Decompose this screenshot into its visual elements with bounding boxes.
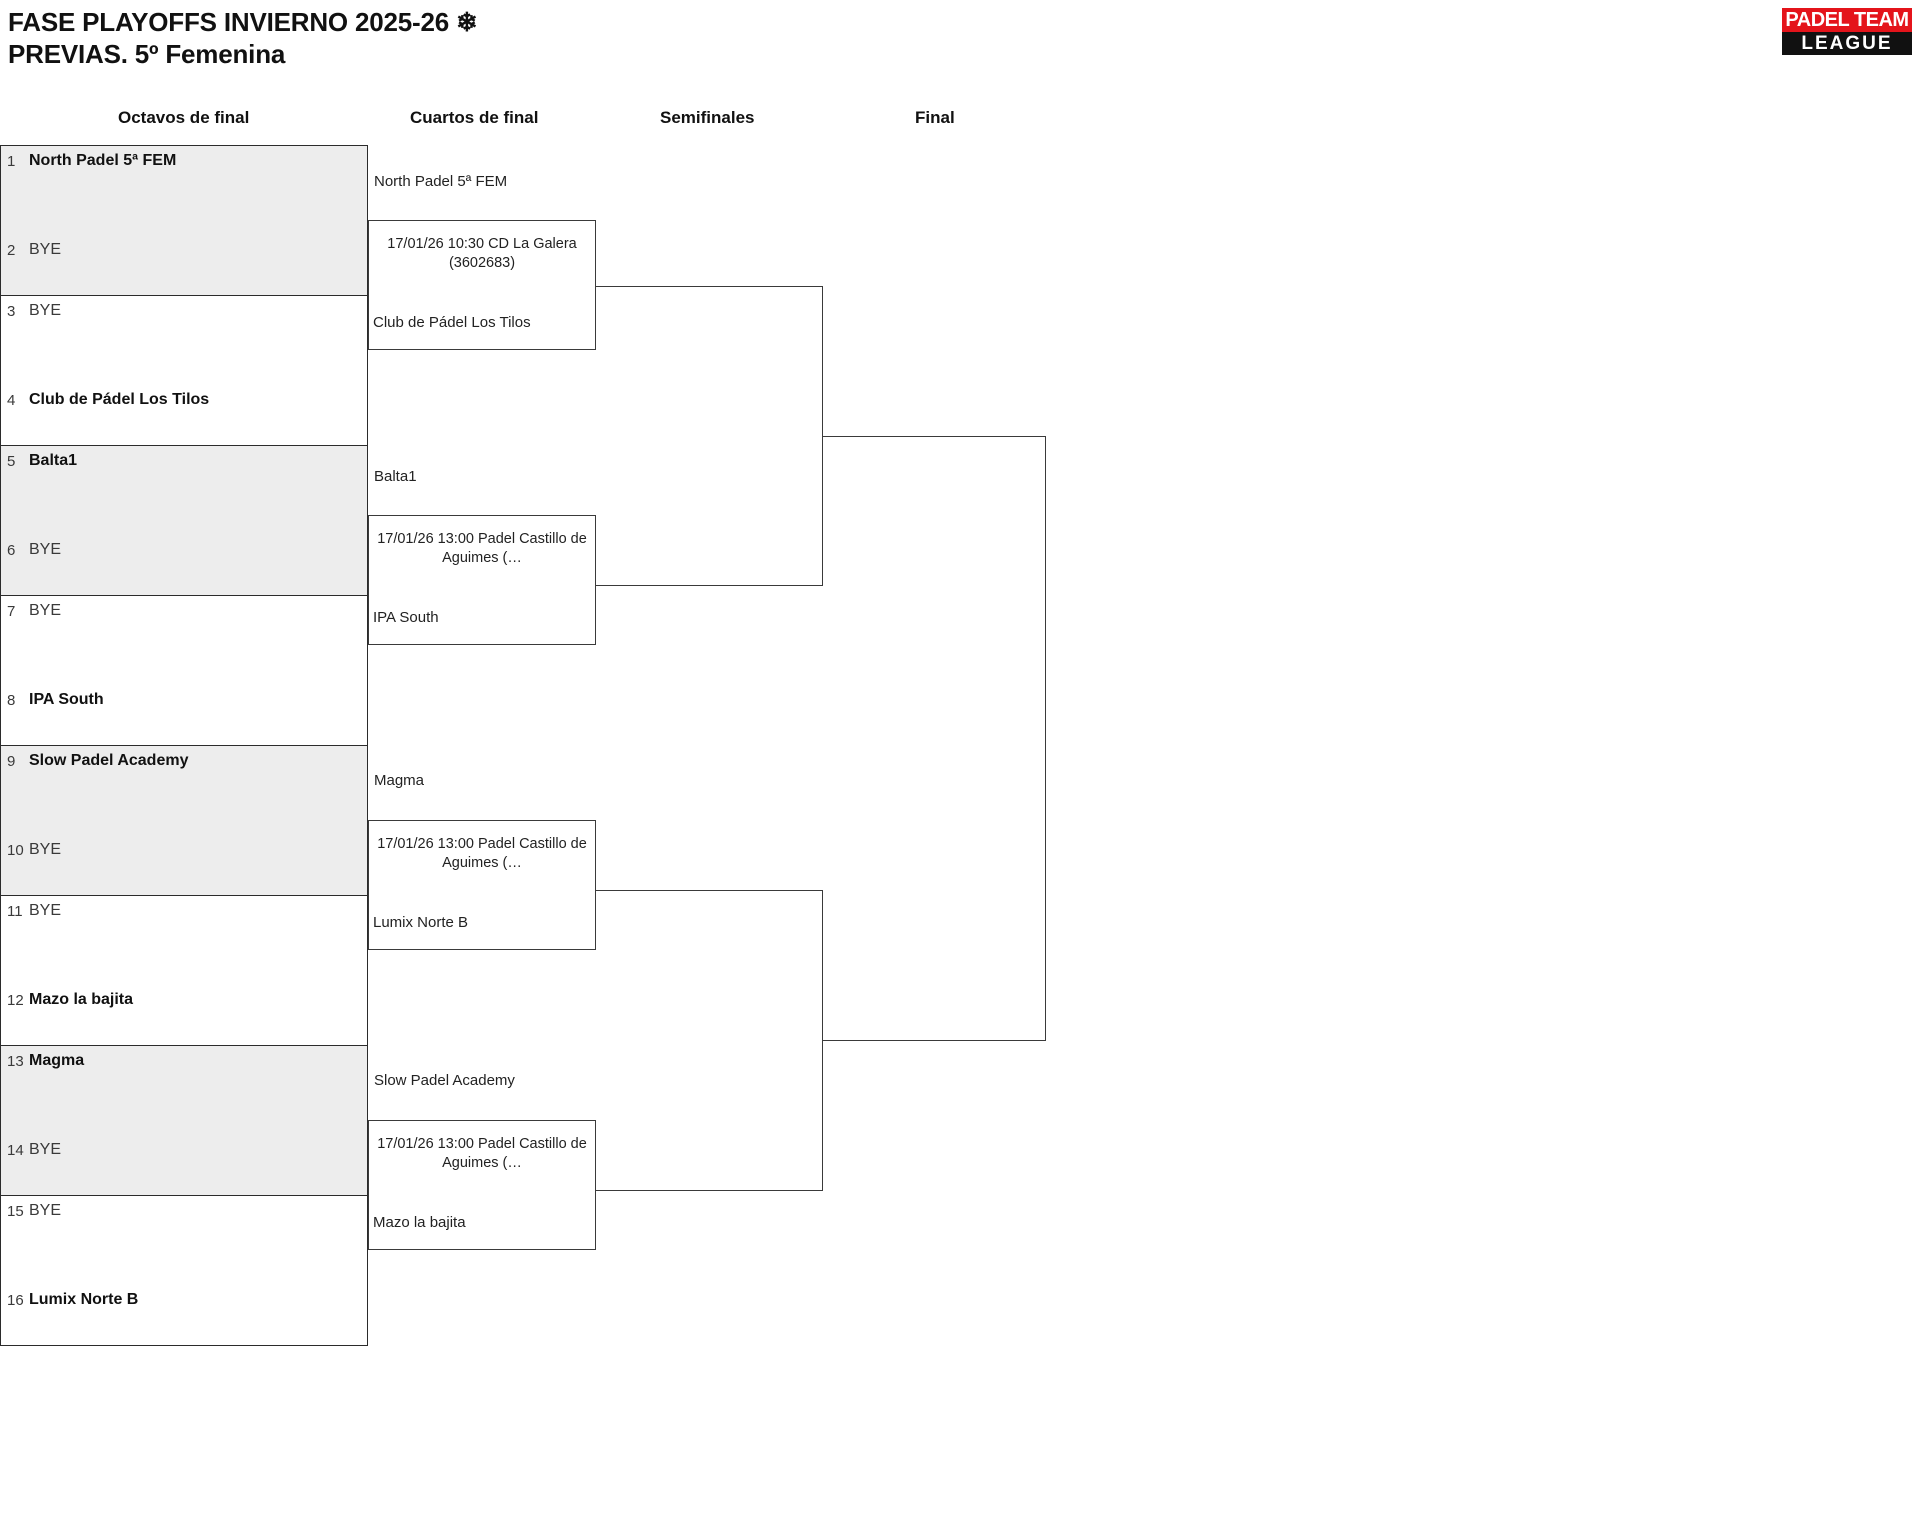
team-name: Balta1 <box>29 452 78 469</box>
seed-number: 10 <box>7 841 24 859</box>
column-header-final: Final <box>915 108 955 127</box>
final-vertical <box>1045 436 1046 1040</box>
seed-number: 3 <box>7 302 16 320</box>
seed-number: 12 <box>7 991 24 1009</box>
qf-match-info: 17/01/26 13:00 Padel Castillo de Aguimes… <box>377 836 587 871</box>
team-name: Mazo la bajita <box>29 991 134 1008</box>
column-header-semifinales: Semifinales <box>660 108 755 127</box>
seed-number: 14 <box>7 1141 24 1159</box>
round1-pair[interactable]: 5 Balta1 6 BYE <box>1 445 367 595</box>
qf-match-info: 17/01/26 13:00 Padel Castillo de Aguimes… <box>377 1136 587 1171</box>
seed-number: 9 <box>7 752 16 770</box>
round1-pair[interactable]: 13 Magma 14 BYE <box>1 1045 367 1195</box>
team-name: BYE <box>29 902 62 919</box>
round1-slot[interactable]: 11 BYE <box>1 897 367 925</box>
round1-pair[interactable]: 9 Slow Padel Academy 10 BYE <box>1 745 367 895</box>
round1-pair[interactable]: 11 BYE 12 Mazo la bajita <box>1 895 367 1045</box>
team-name: IPA South <box>29 691 104 708</box>
team-name: North Padel 5ª FEM <box>29 152 177 169</box>
round1-slot[interactable]: 6 BYE <box>1 536 367 564</box>
team-name: Magma <box>29 1052 85 1069</box>
round1-pair[interactable]: 15 BYE 16 Lumix Norte B <box>1 1195 367 1345</box>
round1-slot[interactable]: 7 BYE <box>1 597 367 625</box>
seed-number: 4 <box>7 391 16 409</box>
qf-match-box[interactable]: 17/01/26 10:30 CD La Galera (3602683) Cl… <box>368 220 596 350</box>
qf-match-box[interactable]: 17/01/26 13:00 Padel Castillo de Aguimes… <box>368 820 596 950</box>
seed-number: 5 <box>7 452 16 470</box>
sf2-bottom-connector <box>596 1190 823 1191</box>
seed-number: 7 <box>7 602 16 620</box>
qf-match-box[interactable]: 17/01/26 13:00 Padel Castillo de Aguimes… <box>368 515 596 645</box>
team-name: Lumix Norte B <box>29 1291 139 1308</box>
round1-slot[interactable]: 16 Lumix Norte B <box>1 1286 367 1314</box>
qf-top-team: North Padel 5ª FEM <box>374 173 508 190</box>
qf-top-team: Magma <box>374 772 425 789</box>
sf1-output-connector <box>822 436 1046 437</box>
column-header-octavos: Octavos de final <box>118 108 250 127</box>
round1-slot[interactable]: 9 Slow Padel Academy <box>1 747 367 775</box>
title-line-1: FASE PLAYOFFS INVIERNO 2025-26 ❄ <box>8 7 478 37</box>
column-header-cuartos: Cuartos de final <box>410 108 539 127</box>
round1-slot[interactable]: 1 North Padel 5ª FEM <box>1 147 367 175</box>
round1-pair[interactable]: 3 BYE 4 Club de Pádel Los Tilos <box>1 295 367 445</box>
team-name: BYE <box>29 602 62 619</box>
seed-number: 6 <box>7 541 16 559</box>
round1-slot[interactable]: 14 BYE <box>1 1136 367 1164</box>
seed-number: 13 <box>7 1052 24 1070</box>
seed-number: 2 <box>7 241 16 259</box>
round1-pair[interactable]: 1 North Padel 5ª FEM 2 BYE <box>1 145 367 295</box>
team-name: Club de Pádel Los Tilos <box>29 391 210 408</box>
round1-slot[interactable]: 5 Balta1 <box>1 447 367 475</box>
sf1-top-connector <box>596 286 823 287</box>
qf-top-team: Slow Padel Academy <box>374 1072 515 1089</box>
team-name: BYE <box>29 841 62 858</box>
seed-number: 1 <box>7 152 16 170</box>
qf-bottom-team: IPA South <box>373 609 439 626</box>
team-name: BYE <box>29 541 62 558</box>
round1-slot[interactable]: 15 BYE <box>1 1197 367 1225</box>
qf-match-box[interactable]: 17/01/26 13:00 Padel Castillo de Aguimes… <box>368 1120 596 1250</box>
team-name: BYE <box>29 1202 62 1219</box>
qf-match-info: 17/01/26 13:00 Padel Castillo de Aguimes… <box>377 531 587 566</box>
sf2-top-connector <box>596 890 823 891</box>
sf1-bottom-connector <box>596 585 823 586</box>
round1-pair[interactable]: 7 BYE 8 IPA South <box>1 595 367 745</box>
round1-slot[interactable]: 10 BYE <box>1 836 367 864</box>
round1-slot[interactable]: 12 Mazo la bajita <box>1 986 367 1014</box>
team-name: BYE <box>29 1141 62 1158</box>
team-name: BYE <box>29 241 62 258</box>
round1-slot[interactable]: 4 Club de Pádel Los Tilos <box>1 386 367 414</box>
seed-number: 8 <box>7 691 16 709</box>
round-octavos-column: 1 North Padel 5ª FEM 2 BYE 3 BYE 4 Club … <box>0 145 368 1346</box>
seed-number: 11 <box>7 902 23 920</box>
round1-slot[interactable]: 8 IPA South <box>1 686 367 714</box>
seed-number: 16 <box>7 1291 24 1309</box>
qf-bottom-team: Mazo la bajita <box>373 1214 466 1231</box>
title-line-2: PREVIAS. 5º Femenina <box>8 39 286 69</box>
round1-slot[interactable]: 2 BYE <box>1 236 367 264</box>
qf-top-team: Balta1 <box>374 468 417 485</box>
seed-number: 15 <box>7 1202 24 1220</box>
team-name: Slow Padel Academy <box>29 752 189 769</box>
logo-bottom-text: LEAGUE <box>1782 32 1912 55</box>
round1-slot[interactable]: 3 BYE <box>1 297 367 325</box>
team-name: BYE <box>29 302 62 319</box>
qf-bottom-team: Club de Pádel Los Tilos <box>373 314 531 331</box>
padel-team-league-logo: PADEL TEAM LEAGUE <box>1782 8 1912 55</box>
page-title: FASE PLAYOFFS INVIERNO 2025-26 ❄ PREVIAS… <box>8 6 1108 70</box>
logo-top-text: PADEL TEAM <box>1782 8 1912 32</box>
round1-slot[interactable]: 13 Magma <box>1 1047 367 1075</box>
sf2-output-connector <box>822 1040 1046 1041</box>
qf-bottom-team: Lumix Norte B <box>373 914 469 931</box>
qf-match-info: 17/01/26 10:30 CD La Galera (3602683) <box>387 236 577 271</box>
